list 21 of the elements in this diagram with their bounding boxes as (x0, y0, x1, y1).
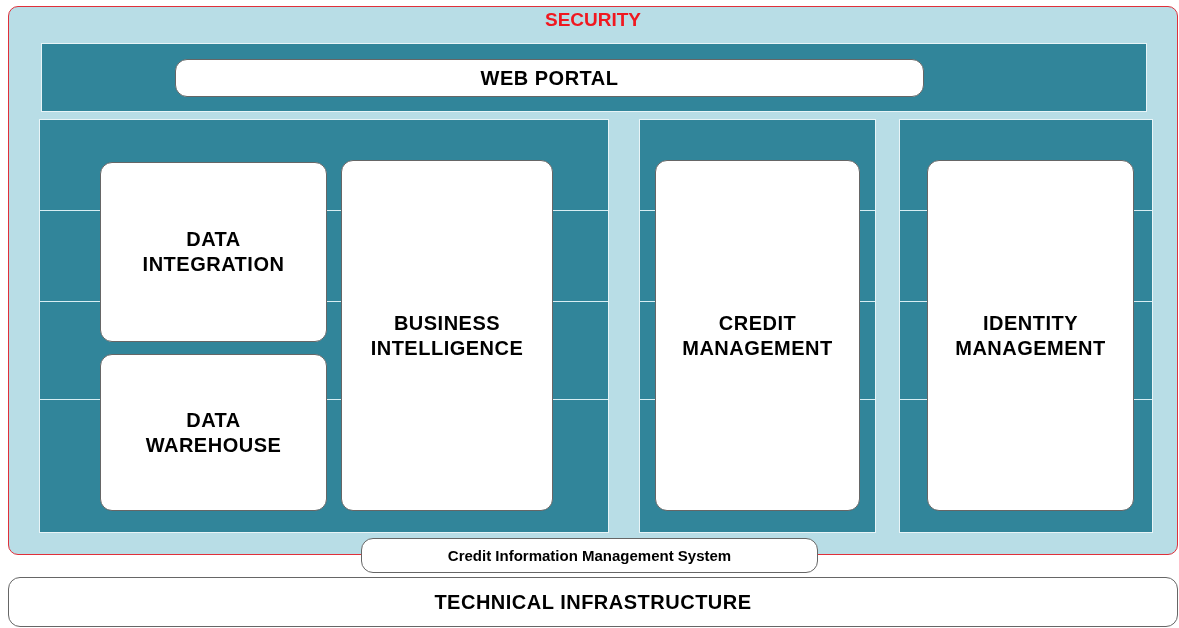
rounded-box (361, 538, 818, 573)
box-label: BUSINESS INTELLIGENCE (369, 310, 525, 361)
panel (899, 119, 1153, 533)
rounded-box (341, 160, 553, 511)
box-label: WEB PORTAL (480, 65, 619, 91)
rounded-box (655, 160, 860, 511)
panel (39, 119, 609, 533)
box-label: TECHNICAL INFRASTRUCTURE (434, 589, 752, 615)
frame-title: SECURITY (544, 9, 642, 30)
rounded-box (8, 577, 1178, 627)
panel (639, 119, 876, 533)
rounded-box (100, 354, 327, 511)
rounded-box (100, 162, 327, 342)
box-label: CREDIT MANAGEMENT (681, 310, 834, 361)
rounded-box (175, 59, 924, 97)
box-label: DATA INTEGRATION (141, 227, 286, 277)
panel (41, 43, 1147, 112)
box-label: Credit Information Management System (447, 546, 732, 566)
box-label: IDENTITY MANAGEMENT (954, 310, 1107, 361)
rounded-box (927, 160, 1134, 511)
box-label: DATA WAREHOUSE (144, 407, 283, 458)
